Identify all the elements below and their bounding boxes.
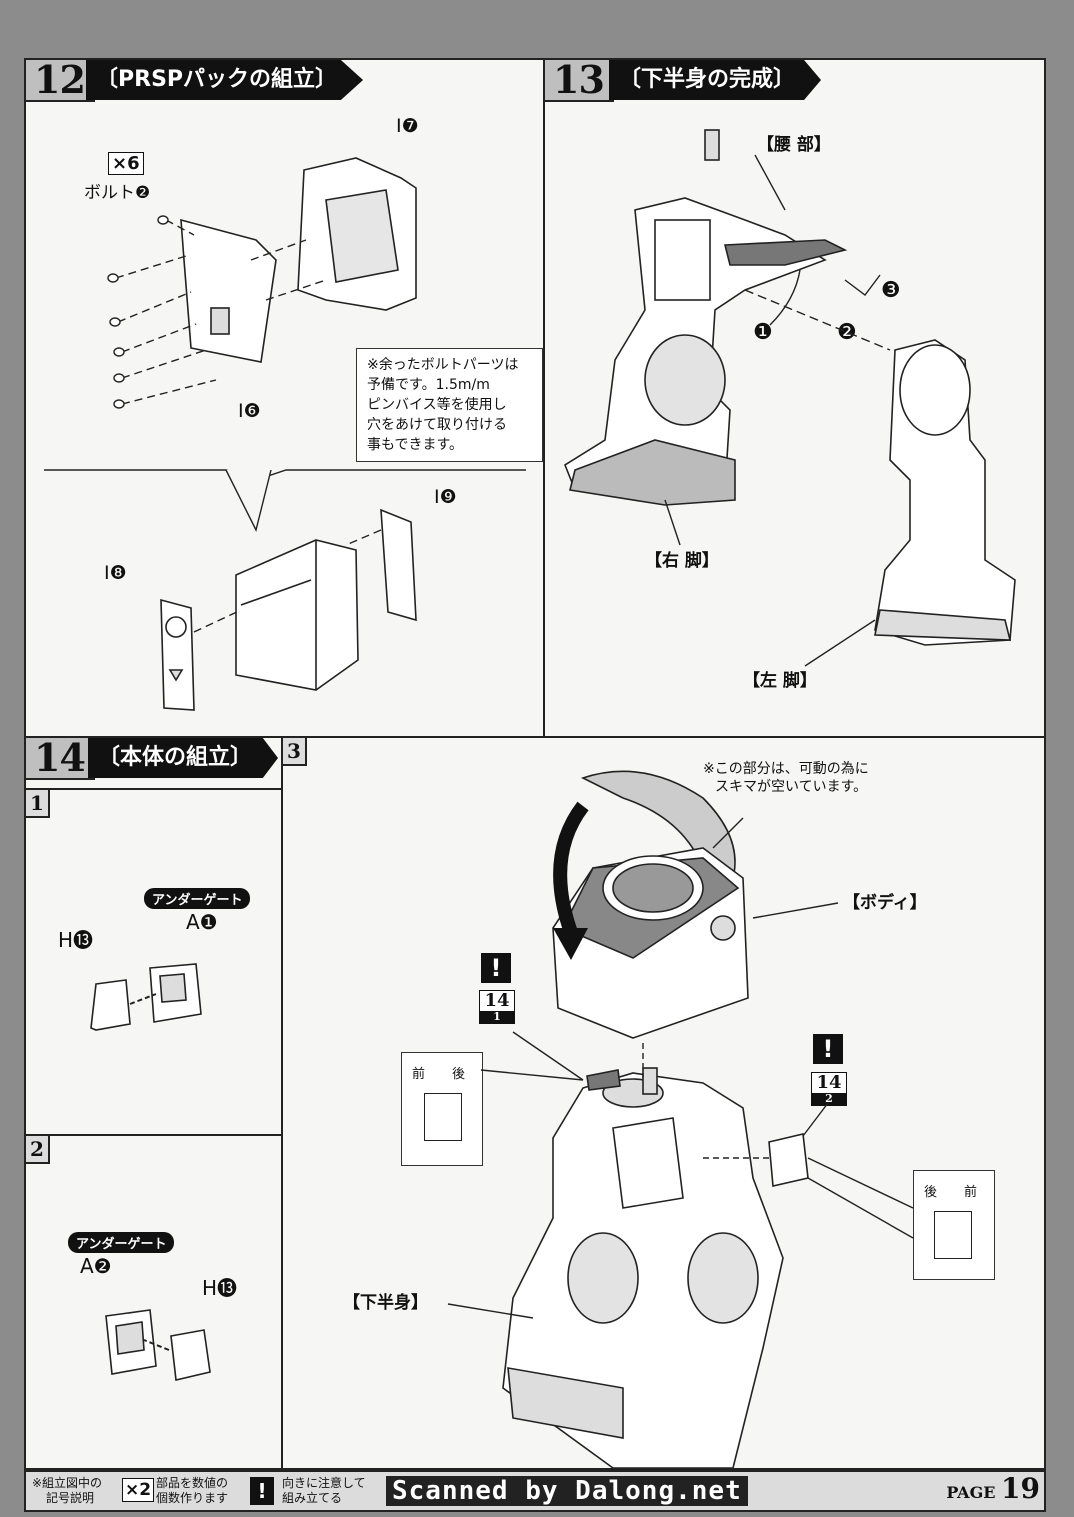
sub-step-2-illustration <box>105 1309 211 1381</box>
sub-step-1-illustration <box>90 963 202 1031</box>
part-a2-label: A❷ <box>80 1254 112 1278</box>
scanner-watermark: Scanned by Dalong.net <box>386 1476 748 1506</box>
legend-warning-icon: ! <box>250 1477 274 1505</box>
spare-bolt-note: ※余ったボルトパーツは 予備です。1.5m/m ピンバイス等を使用し 穴をあけて… <box>356 348 543 462</box>
sub-step-3: 3 <box>283 738 307 766</box>
step-14-sub-2-panel: 2 アンダーゲート A❷ H⓭ <box>24 1134 283 1470</box>
order-2-marker: ❷ <box>837 320 857 345</box>
lower-body-label: 【下半身】 <box>343 1293 428 1313</box>
qty-badge: ×6 <box>108 152 144 175</box>
under-gate-badge-1: アンダーゲート <box>144 888 251 909</box>
sub-step-2: 2 <box>26 1136 50 1164</box>
step-13-number: 13 <box>545 60 614 102</box>
step-14-title: 〔本体の組立〕 <box>88 738 279 778</box>
step-12-panel: 12 〔PRSPパックの組立〕 ×6 ボルト❷ I❼ I❻ I❽ I❾ ※余った… <box>24 58 545 738</box>
legend-warning-text: 向きに注意して 組み立てる <box>282 1476 366 1505</box>
page-number: PAGE 19 <box>946 1472 1040 1505</box>
right-leg-label: 【右 脚】 <box>645 551 719 571</box>
step-12-title: 〔PRSPパックの組立〕 <box>86 60 364 100</box>
body-assembly-illustration <box>447 770 914 1468</box>
orientation-warning-1: ! <box>481 953 511 983</box>
step-13-title: 〔下半身の完成〕 <box>609 60 822 100</box>
bolt-label: ボルト❷ <box>84 183 151 203</box>
part-a1-label: A❶ <box>186 910 218 934</box>
sub-step-1: 1 <box>26 790 50 818</box>
legend-title: ※組立図中の 記号説明 <box>32 1476 103 1505</box>
prsp-pack-illustration <box>44 157 526 711</box>
step-14-sub-3-panel: 3 ※この部分は、可動の為に スキマが空いています。 【ボディ】 【下半身】 !… <box>281 736 1046 1470</box>
legend-x2-badge: ×2 <box>122 1478 155 1502</box>
under-gate-badge-2: アンダーゲート <box>68 1232 175 1253</box>
body-label: 【ボディ】 <box>843 893 927 913</box>
ref-step-14-1: 14 1 <box>479 990 515 1024</box>
clearance-note: ※この部分は、可動の為に スキマが空いています。 <box>703 761 869 795</box>
ref-step-14-2: 14 2 <box>811 1072 847 1106</box>
part-i9-label: I❾ <box>434 486 457 508</box>
part-i7-label: I❼ <box>396 115 419 137</box>
part-i8-label: I❽ <box>104 562 127 584</box>
step-14-number: 14 <box>26 738 95 780</box>
part-h13-label-2: H⓭ <box>202 1276 238 1300</box>
waist-label: 【腰 部】 <box>757 135 831 155</box>
step-12-number: 12 <box>26 60 95 102</box>
part-h13-label-1: H⓭ <box>58 928 94 952</box>
direction-box-rear: 後 前 <box>913 1170 995 1280</box>
lower-body-illustration <box>564 129 1016 667</box>
legend-x2-text: 部品を数値の 個数作ります <box>156 1476 229 1505</box>
part-i6-label: I❻ <box>238 400 261 422</box>
left-leg-label: 【左 脚】 <box>743 671 817 691</box>
direction-box-front: 前 後 <box>401 1052 483 1166</box>
order-3-marker: ❸ <box>881 278 901 303</box>
step-13-panel: 13 〔下半身の完成〕 【腰 部】 【右 脚】 【左 脚】 ❶ ❷ ❸ <box>543 58 1046 738</box>
step-14-panel: 14 〔本体の組立〕 1 アンダーゲート A❶ H⓭ <box>24 736 283 1136</box>
orientation-warning-2: ! <box>813 1034 843 1064</box>
order-1-marker: ❶ <box>753 320 773 345</box>
